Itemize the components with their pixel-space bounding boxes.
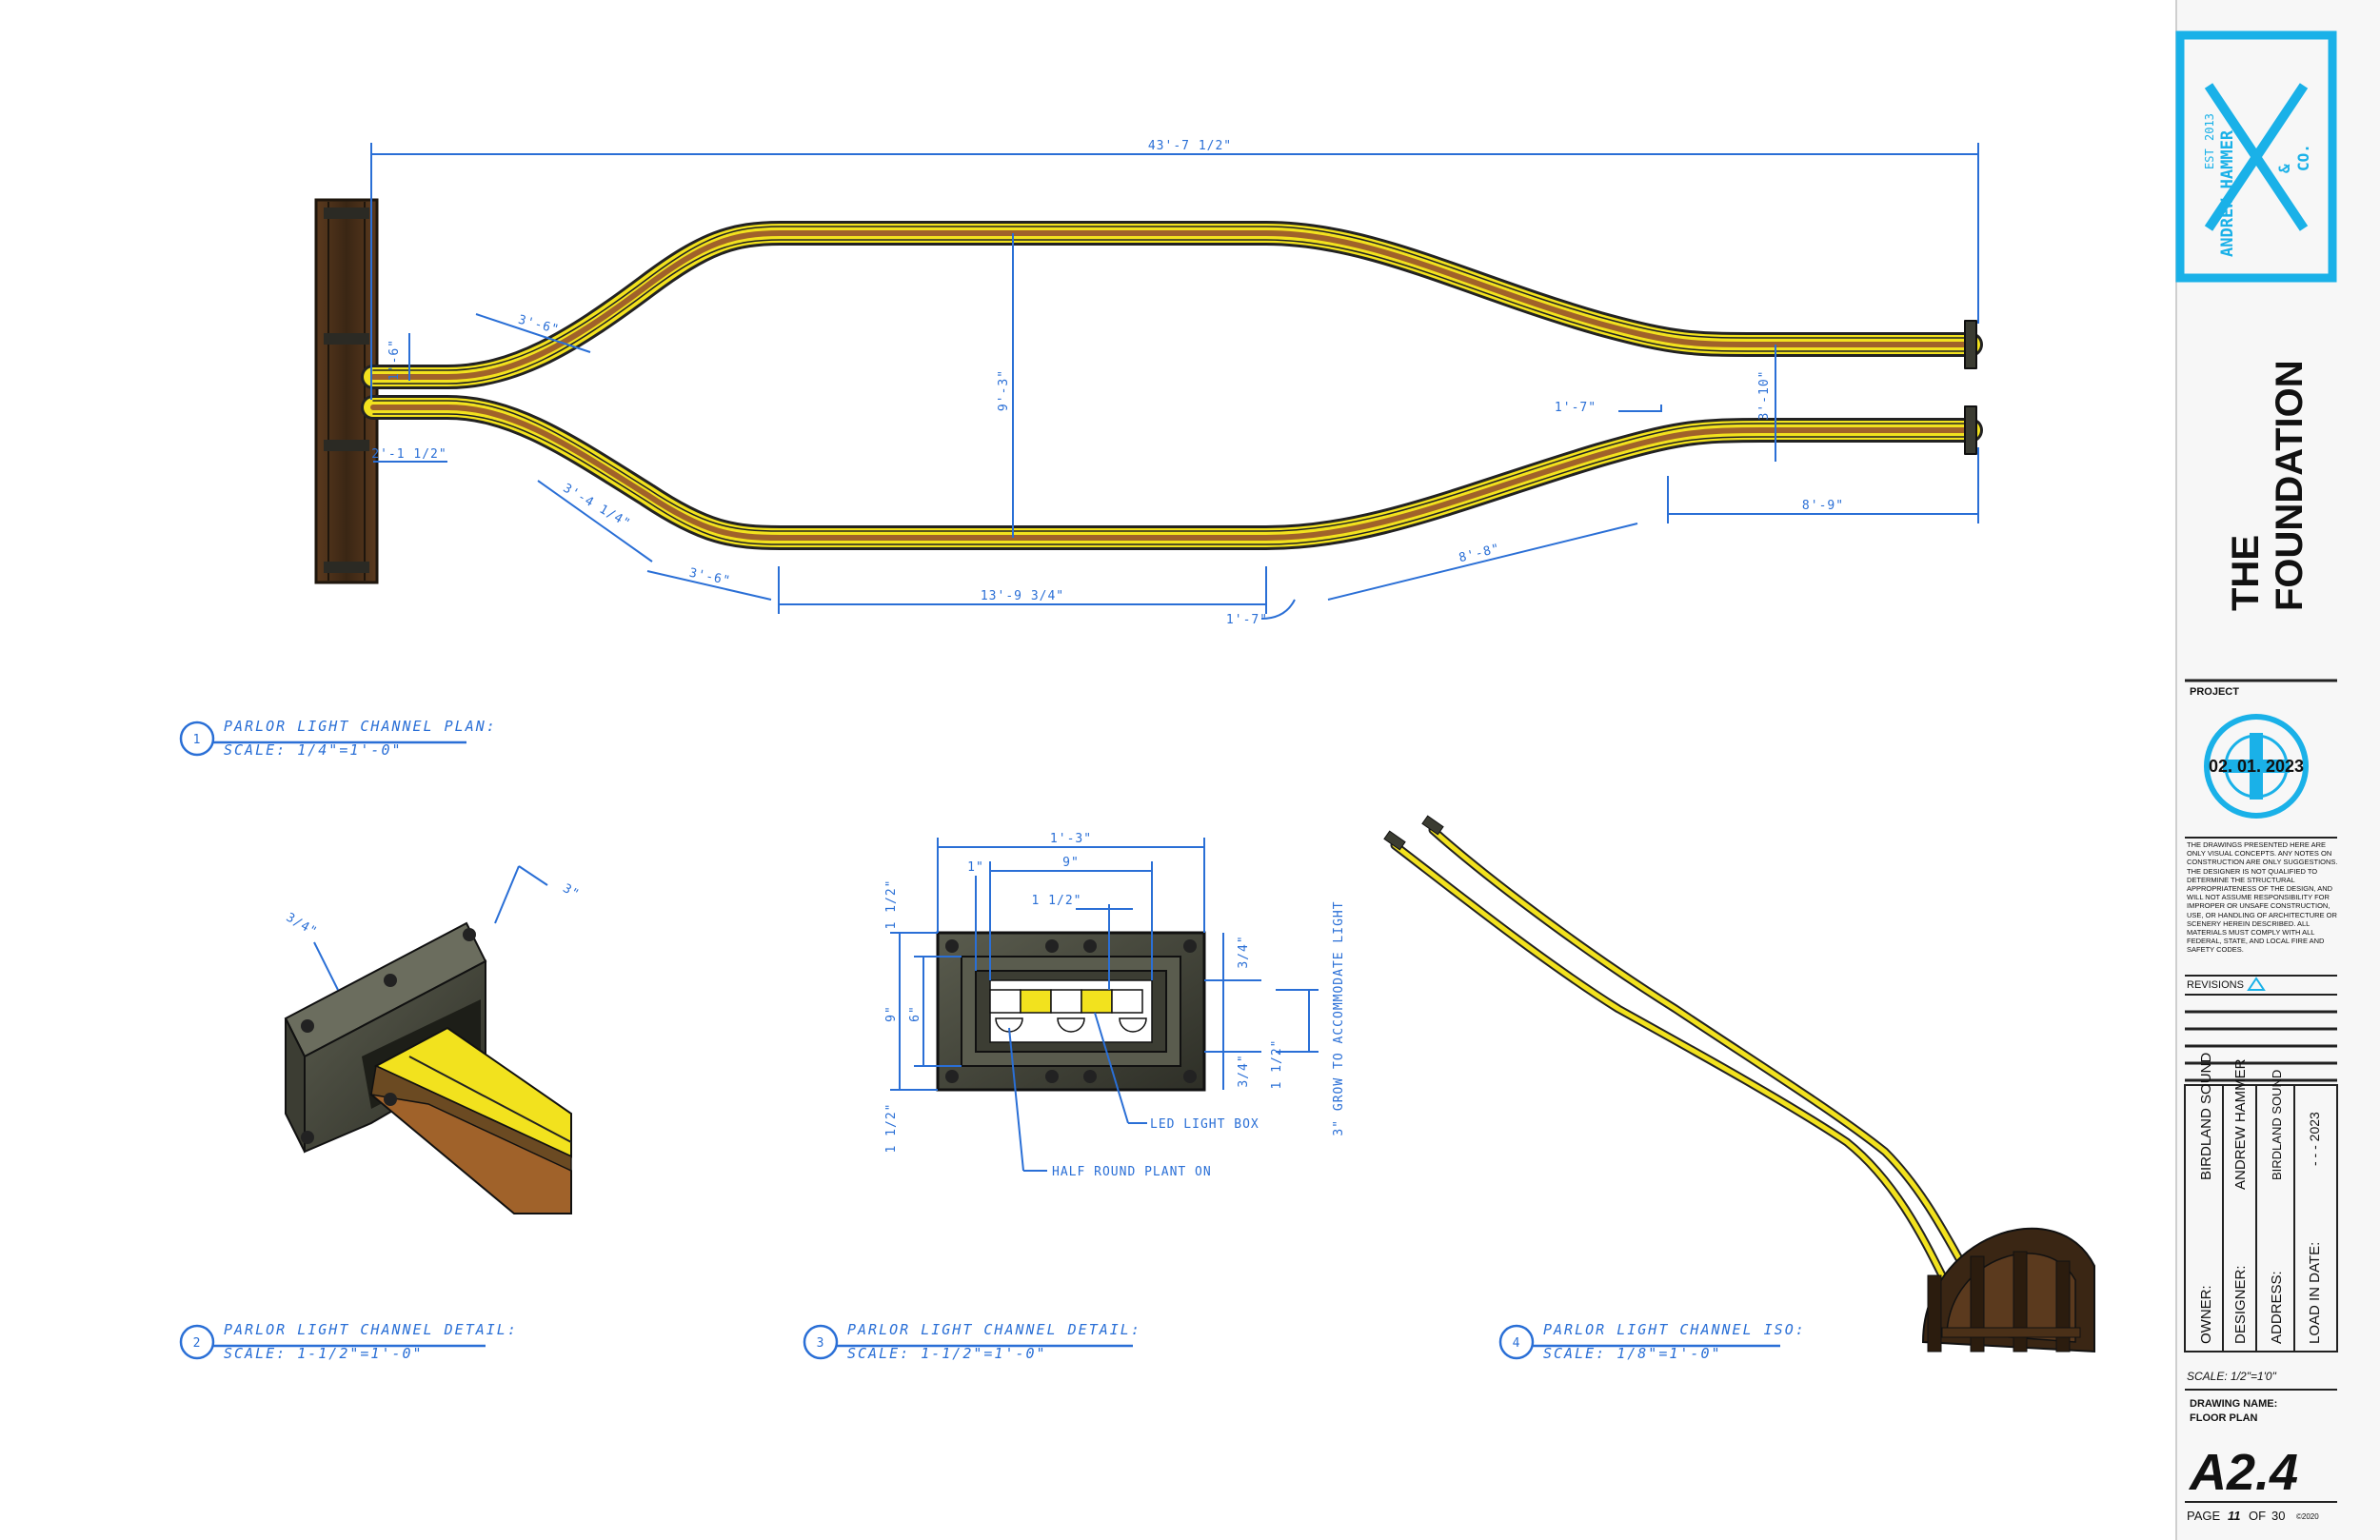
load-in-label: LOAD IN DATE:: [2307, 1242, 2323, 1344]
designer-value: ANDREW HAMMER: [2232, 1058, 2249, 1190]
dim-3-10: 3'-10": [1757, 370, 1772, 421]
detail3-note-led: LED LIGHT BOX: [1150, 1117, 1259, 1132]
detail3-dim-9: 9": [1062, 856, 1080, 870]
dim-1-6: 1'-6": [387, 339, 402, 381]
logo-co: CO.: [2294, 144, 2312, 171]
view-label-4-scale: SCALE: 1/8"=1'-0": [1543, 1345, 1722, 1362]
address-value: BIRDLAND SOUND: [2270, 1070, 2284, 1180]
detail3-dim-1: 1": [967, 860, 984, 875]
view-label-2: 2 PARLOR LIGHT CHANNEL DETAIL: SCALE: 1-…: [179, 1321, 518, 1362]
view-label-3: 3 PARLOR LIGHT CHANNEL DETAIL: SCALE: 1-…: [803, 1321, 1141, 1362]
detail-3-section: 1'-3" 9" 1" 1 1/2" 1 1/2" 9" 6" 1 1/2" 3…: [884, 832, 1346, 1179]
iso-view: [1383, 815, 2095, 1353]
project-title-line1: THE: [2225, 535, 2267, 611]
plan-dimensions: 43'-7 1/2" 1'-6" 3'-6" 2'-1 1/2" 3'-4 1/…: [370, 139, 1979, 627]
dim-1-7-right: 1'-7": [1555, 401, 1597, 415]
sheet-number: A2.4: [2188, 1444, 2298, 1501]
view-label-1-scale: SCALE: 1/4"=1'-0": [224, 741, 403, 759]
date-stamp: 02. 01. 2023: [2204, 714, 2309, 819]
detail-2-perspective: 3/4" 3": [284, 865, 582, 1214]
page-total: 30: [2271, 1509, 2285, 1523]
page-number: 11: [2228, 1509, 2241, 1523]
detail3-dim-left-bot: 1 1/2": [884, 1103, 899, 1154]
dim-8-9: 8'-9": [1802, 499, 1844, 513]
view-label-3-title: PARLOR LIGHT CHANNEL DETAIL:: [847, 1321, 1141, 1338]
detail3-dim-112: 1 1/2": [1032, 894, 1082, 908]
detail3-dim-left-9: 9": [884, 1005, 899, 1022]
led-light-box: [989, 989, 1143, 1014]
revision-triangle-icon: [2247, 977, 2266, 991]
drawing-name: FLOOR PLAN: [2190, 1412, 2258, 1424]
project-title-line2: FOUNDATION: [2269, 360, 2311, 611]
dim-3-6-top: 3'-6": [517, 313, 562, 338]
iso-arch: [1921, 1227, 2095, 1353]
dim-2-1: 2'-1 1/2": [371, 447, 446, 462]
copyright: ©2020: [2296, 1512, 2319, 1521]
view-label-2-title: PARLOR LIGHT CHANNEL DETAIL:: [224, 1321, 518, 1338]
disclaimer-text: THE DRAWINGS PRESENTED HERE ARE ONLY VIS…: [2187, 840, 2338, 955]
dim-1-7-bot: 1'-7": [1226, 613, 1268, 627]
revisions-label: REVISIONS: [2187, 979, 2244, 991]
view-label-1: 1 PARLOR LIGHT CHANNEL PLAN: SCALE: 1/4"…: [179, 718, 497, 759]
detail3-dim-right-34b: 3/4": [1237, 1054, 1251, 1087]
page-label: PAGE: [2187, 1509, 2220, 1523]
view-label-1-num: 1: [193, 733, 202, 747]
logo-amp: &: [2275, 164, 2293, 173]
designer-label: DESIGNER:: [2232, 1265, 2249, 1344]
detail2-dim-a: 3/4": [284, 911, 320, 940]
detail3-dim-right-112: 1 1/2": [1270, 1039, 1284, 1090]
view-label-3-scale: SCALE: 1-1/2"=1'-0": [847, 1345, 1047, 1362]
detail3-note-half: HALF ROUND PLANT ON: [1052, 1165, 1212, 1179]
dim-13-9: 13'-9 3/4": [981, 589, 1064, 603]
owner-label: OWNER:: [2198, 1285, 2214, 1344]
detail2-dim-b: 3": [560, 881, 582, 902]
load-in-value: - - - 2023: [2307, 1112, 2322, 1166]
logo-name: ANDREW HAMMER: [2218, 129, 2237, 257]
logo-est: EST: [2203, 148, 2216, 169]
view-label-1-title: PARLOR LIGHT CHANNEL PLAN:: [224, 718, 497, 735]
detail3-dim-left-6: 6": [908, 1005, 922, 1022]
detail3-dim-right-34a: 3/4": [1237, 935, 1251, 968]
dim-9-3: 9'-3": [997, 369, 1011, 411]
dim-overall: 43'-7 1/2": [1148, 139, 1232, 153]
view-label-4: 4 PARLOR LIGHT CHANNEL ISO: SCALE: 1/8"=…: [1498, 1321, 1806, 1362]
project-label: PROJECT: [2190, 686, 2239, 698]
owner-value: BIRDLAND SOUND: [2198, 1053, 2214, 1180]
sheet-scale: SCALE: 1/2"=1'0": [2187, 1370, 2277, 1383]
detail3-note-grow: 3" GROW TO ACCOMMODATE LIGHT: [1332, 900, 1346, 1135]
light-channels: [373, 227, 1976, 544]
arch-block: [314, 198, 379, 584]
view-label-2-scale: SCALE: 1-1/2"=1'-0": [224, 1345, 424, 1362]
drawing-name-label: DRAWING NAME:: [2190, 1398, 2277, 1410]
address-label: ADDRESS:: [2269, 1271, 2285, 1344]
view-label-4-num: 4: [1513, 1336, 1521, 1351]
page-of: OF: [2249, 1509, 2266, 1523]
detail3-dim-left-top: 1 1/2": [884, 879, 899, 930]
view-label-3-num: 3: [817, 1336, 825, 1351]
plan-view: 43'-7 1/2" 1'-6" 3'-6" 2'-1 1/2" 3'-4 1/…: [314, 139, 1979, 627]
detail3-dim-top: 1'-3": [1050, 832, 1092, 846]
project-date: 02. 01. 2023: [2209, 757, 2304, 776]
company-logo: ANDREW HAMMER EST 2013 & CO.: [2175, 30, 2337, 283]
title-block: ANDREW HAMMER EST 2013 & CO. THE FOUNDAT…: [2175, 0, 2380, 1540]
view-label-4-title: PARLOR LIGHT CHANNEL ISO:: [1543, 1321, 1806, 1338]
view-label-2-num: 2: [193, 1336, 202, 1351]
logo-year: 2013: [2203, 113, 2216, 141]
